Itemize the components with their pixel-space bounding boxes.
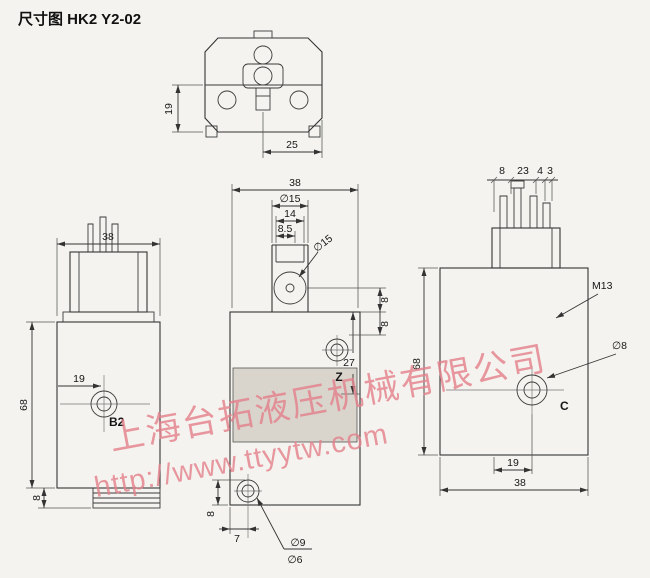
right-view-height-dim: 68: [411, 358, 423, 370]
front-view-z-depth-dim: 27: [343, 357, 355, 369]
right-view-width-dim: 38: [514, 477, 526, 489]
top-view: 19 25: [163, 30, 323, 158]
top-view-height-dim: 19: [163, 103, 175, 115]
right-view-body: [439, 267, 589, 456]
front-view-body: [229, 311, 361, 506]
page-title: 尺寸图 HK2 Y2-02: [18, 10, 141, 28]
front-view-stem-outer-dim: ∅15: [280, 193, 301, 205]
top-view-outline: [204, 37, 323, 133]
front-view-section-band: [232, 367, 358, 443]
right-view-port-offset-dim: 19: [507, 457, 519, 469]
front-view-hole-x-dim: 7: [234, 533, 240, 545]
c-port-circle: [516, 374, 548, 406]
thread-label: M13: [592, 280, 613, 292]
front-view: 38 ∅15 14 8.5 ∅15 Z: [205, 177, 391, 566]
front-view-bottom-step-dim: 8: [205, 511, 217, 517]
right-view-pin-dim-b: 23: [517, 165, 529, 177]
pilot-circle: [273, 271, 307, 305]
hole-inner-dia-label: ∅6: [288, 554, 303, 566]
bottom-hole-circle: [236, 479, 260, 503]
left-view-base-dim: 8: [31, 495, 43, 501]
z-port-label: Z: [335, 370, 342, 384]
front-view-port-offset-dim: 8: [379, 321, 391, 327]
left-view-height-dim: 68: [18, 399, 30, 411]
front-view-width-dim: 38: [289, 177, 301, 189]
front-view-stem-inner-dim: 8.5: [278, 223, 293, 235]
left-view-port-offset-dim: 19: [73, 373, 85, 385]
right-view-pin-dim-c: 4: [537, 165, 543, 177]
top-center-screw: [253, 66, 273, 86]
right-view-connector-block: [491, 227, 561, 269]
left-view: 38 19 B2 68 8: [18, 216, 161, 509]
right-view-pin-dim-d: 3: [547, 165, 553, 177]
c-port-label: C: [560, 399, 569, 413]
front-view-stem-mid-dim: 14: [284, 208, 296, 220]
b2-port-label: B2: [109, 415, 125, 429]
hole-outer-dia-label: ∅9: [291, 537, 306, 549]
front-view-top-offset-dim: 8: [379, 297, 391, 303]
c-port-dia-label: ∅8: [612, 340, 627, 352]
top-view-width-dim: 25: [286, 139, 298, 151]
top-hole-left: [217, 90, 237, 110]
b2-port-circle: [90, 390, 118, 418]
right-view: 8 23 4 3 68 M13 ∅8 C 19 38: [411, 165, 627, 496]
top-hole-right: [289, 90, 309, 110]
top-hole-upper: [253, 45, 273, 65]
pilot-diameter-leader: ∅15: [311, 232, 335, 254]
left-view-solenoid-block: [69, 251, 148, 313]
right-view-pin-dim-a: 8: [499, 165, 505, 177]
left-view-width-dim: 38: [102, 231, 114, 243]
z-port-circle: [325, 338, 349, 362]
